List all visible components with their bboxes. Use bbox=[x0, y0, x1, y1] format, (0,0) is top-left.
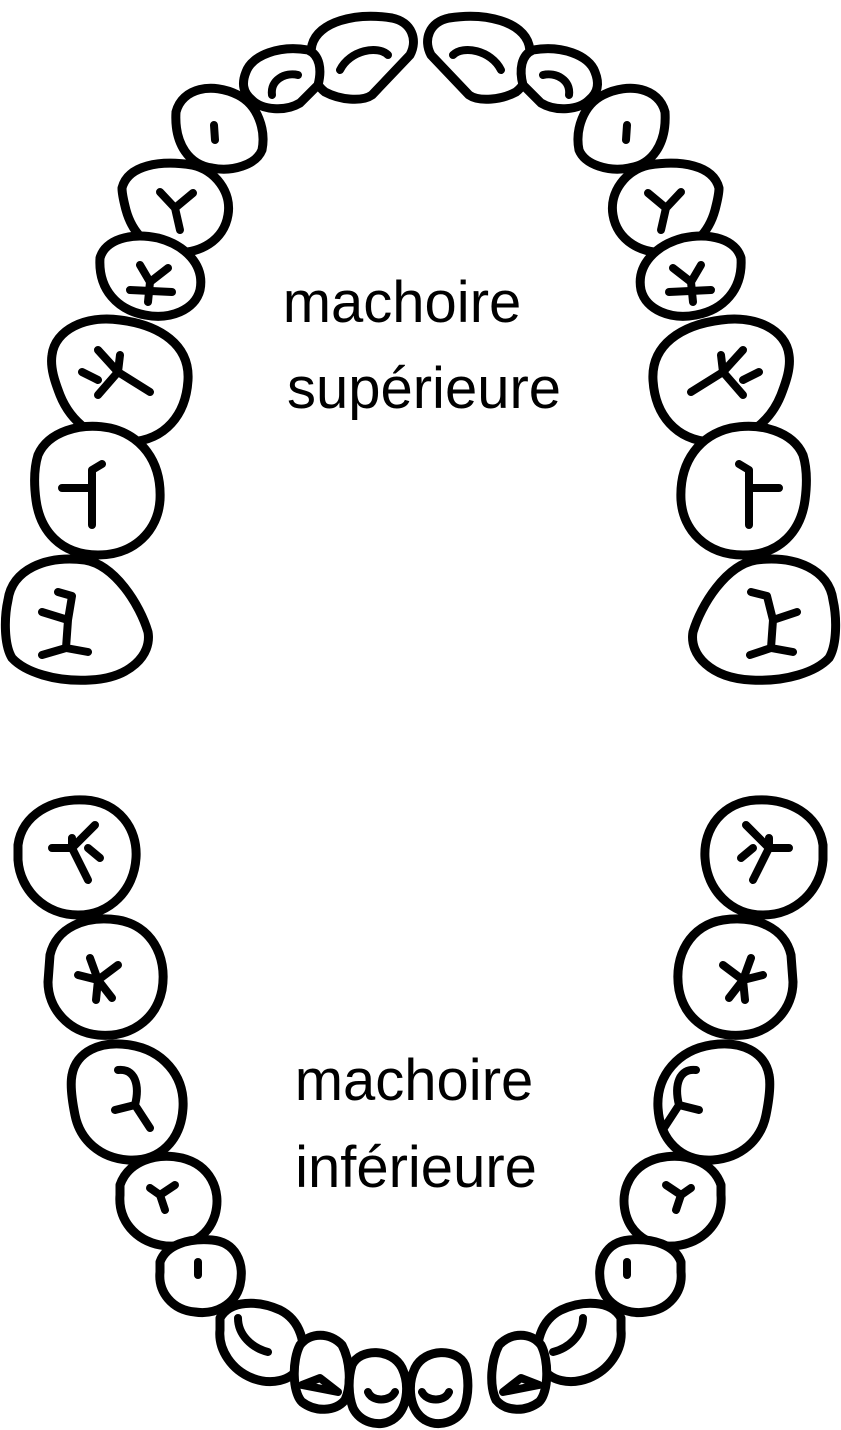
upper-left-canine bbox=[573, 83, 670, 174]
upper-left-first-premolar bbox=[607, 158, 724, 257]
lower-right-first-molar bbox=[66, 1039, 188, 1165]
lower-right-second-premolar bbox=[115, 1151, 222, 1251]
upper-right-second-premolar bbox=[95, 231, 206, 321]
lower-right-central-incisor bbox=[344, 1348, 412, 1428]
lower-left-second-premolar bbox=[619, 1151, 726, 1251]
lower-left-central-incisor bbox=[405, 1348, 473, 1428]
upper-right-canine bbox=[171, 83, 268, 174]
upper-left-lateral-incisor bbox=[516, 44, 602, 114]
lower-right-third-molar bbox=[13, 795, 141, 920]
lower-right-second-molar bbox=[43, 914, 168, 1040]
lower-left-first-molar bbox=[653, 1039, 775, 1165]
upper-right-central-incisor bbox=[306, 11, 418, 104]
lower-right-lateral-incisor bbox=[289, 1330, 354, 1414]
upper-left-third-molar bbox=[688, 554, 841, 685]
upper-jaw: machoire supérieure bbox=[0, 11, 841, 685]
lower-jaw-label-line2: inférieure bbox=[295, 1135, 537, 1200]
lower-jaw: machoire inférieure bbox=[13, 795, 828, 1428]
upper-right-first-premolar bbox=[117, 158, 234, 257]
upper-right-second-molar bbox=[30, 421, 165, 560]
lower-jaw-label-line1: machoire bbox=[295, 1048, 534, 1113]
lower-right-first-premolar bbox=[155, 1235, 246, 1318]
lower-right-canine bbox=[215, 1298, 308, 1386]
upper-right-lateral-incisor bbox=[239, 44, 325, 114]
upper-jaw-label-line2: supérieure bbox=[287, 356, 561, 421]
upper-left-second-premolar bbox=[635, 231, 746, 321]
lower-left-canine bbox=[533, 1298, 626, 1386]
upper-right-third-molar bbox=[0, 554, 153, 685]
upper-left-second-molar bbox=[676, 421, 811, 560]
lower-left-second-molar bbox=[673, 914, 798, 1040]
upper-left-central-incisor bbox=[423, 11, 535, 104]
lower-left-third-molar bbox=[700, 795, 828, 920]
upper-right-first-molar bbox=[47, 314, 193, 447]
lower-left-first-premolar bbox=[595, 1235, 686, 1318]
lower-left-lateral-incisor bbox=[487, 1330, 552, 1414]
upper-jaw-label-line1: machoire bbox=[283, 270, 522, 335]
upper-left-first-molar bbox=[648, 314, 794, 447]
